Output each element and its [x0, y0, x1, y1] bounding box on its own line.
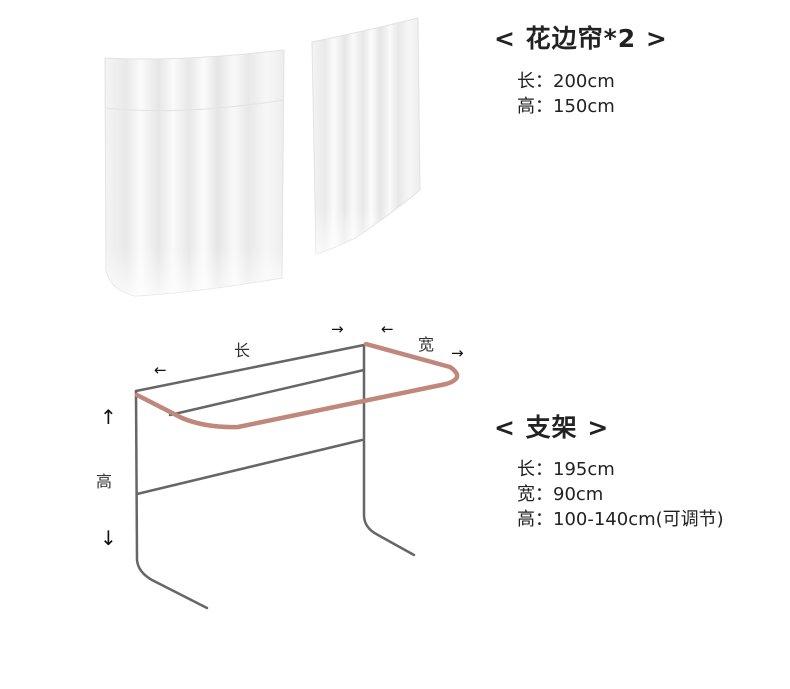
spec-value: 100-140cm(可调节) [553, 509, 724, 530]
frame-back-crossbar [168, 368, 366, 417]
curtain-left [104, 49, 285, 297]
spec-value: 150cm [553, 96, 615, 117]
width-arrow-left: ← [381, 320, 394, 338]
frame-right-leg [362, 343, 416, 557]
curtain-section-title: < 花边帘*2 > [494, 24, 668, 53]
curtain-spec-length: 长：200cm [517, 69, 615, 94]
frame-left-leg [134, 389, 209, 610]
frame-back-top-bar [134, 343, 366, 393]
curtain-spec-height: 高：150cm [517, 94, 615, 119]
spec-label: 高： [517, 96, 553, 117]
length-arrow-left: ← [154, 361, 167, 379]
spec-label: 高： [517, 509, 553, 530]
spec-value: 200cm [553, 71, 615, 92]
length-arrow-right: → [331, 320, 344, 338]
curtain-right [311, 17, 421, 255]
height-arrow-up: ↑ [100, 405, 117, 429]
frame-middle-crossbar [135, 438, 364, 496]
spec-value: 90cm [553, 484, 604, 505]
spec-label: 长： [517, 459, 553, 480]
spec-label: 长： [517, 71, 553, 92]
frame-spec-width: 宽：90cm [517, 482, 603, 507]
spec-label: 宽： [517, 484, 553, 505]
width-label: 宽 [418, 335, 435, 354]
curtain-rail [134, 341, 460, 430]
spec-value: 195cm [553, 459, 615, 480]
width-arrow-right: → [451, 344, 464, 362]
length-label: 长 [234, 341, 251, 360]
height-label: 高 [96, 472, 113, 491]
frame-section-title: < 支架 > [494, 413, 610, 442]
frame-spec-height: 高：100-140cm(可调节) [517, 507, 724, 532]
frame-spec-length: 长：195cm [517, 457, 615, 482]
height-arrow-down: ↓ [100, 526, 117, 550]
